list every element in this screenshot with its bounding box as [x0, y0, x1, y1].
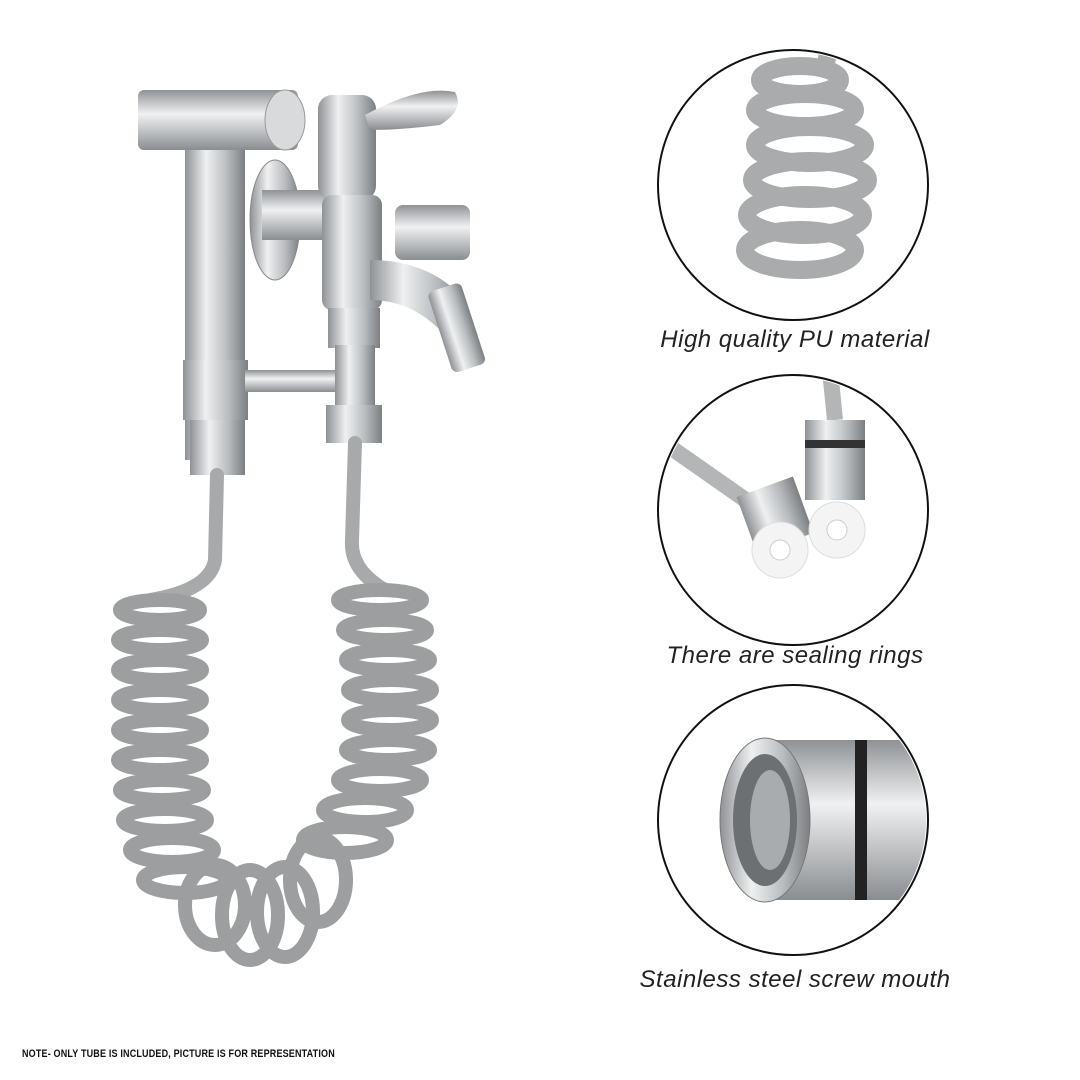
- feature-image-sealing-rings: [657, 374, 929, 646]
- feature-image-screw-mouth: [657, 684, 929, 956]
- two-way-tap: [249, 90, 485, 443]
- feature-caption-screw-mouth: Stainless steel screw mouth: [639, 966, 951, 993]
- coiled-hose: [111, 436, 439, 967]
- bidet-sprayer: [138, 89, 335, 475]
- disclaimer-note: NOTE- ONLY TUBE IS INCLUDED, PICTURE IS …: [22, 1048, 335, 1060]
- feature-image-pu-hose: [657, 49, 929, 321]
- feature-caption-sealing-rings: There are sealing rings: [666, 642, 924, 669]
- feature-caption-pu-material: High quality PU material: [660, 326, 930, 353]
